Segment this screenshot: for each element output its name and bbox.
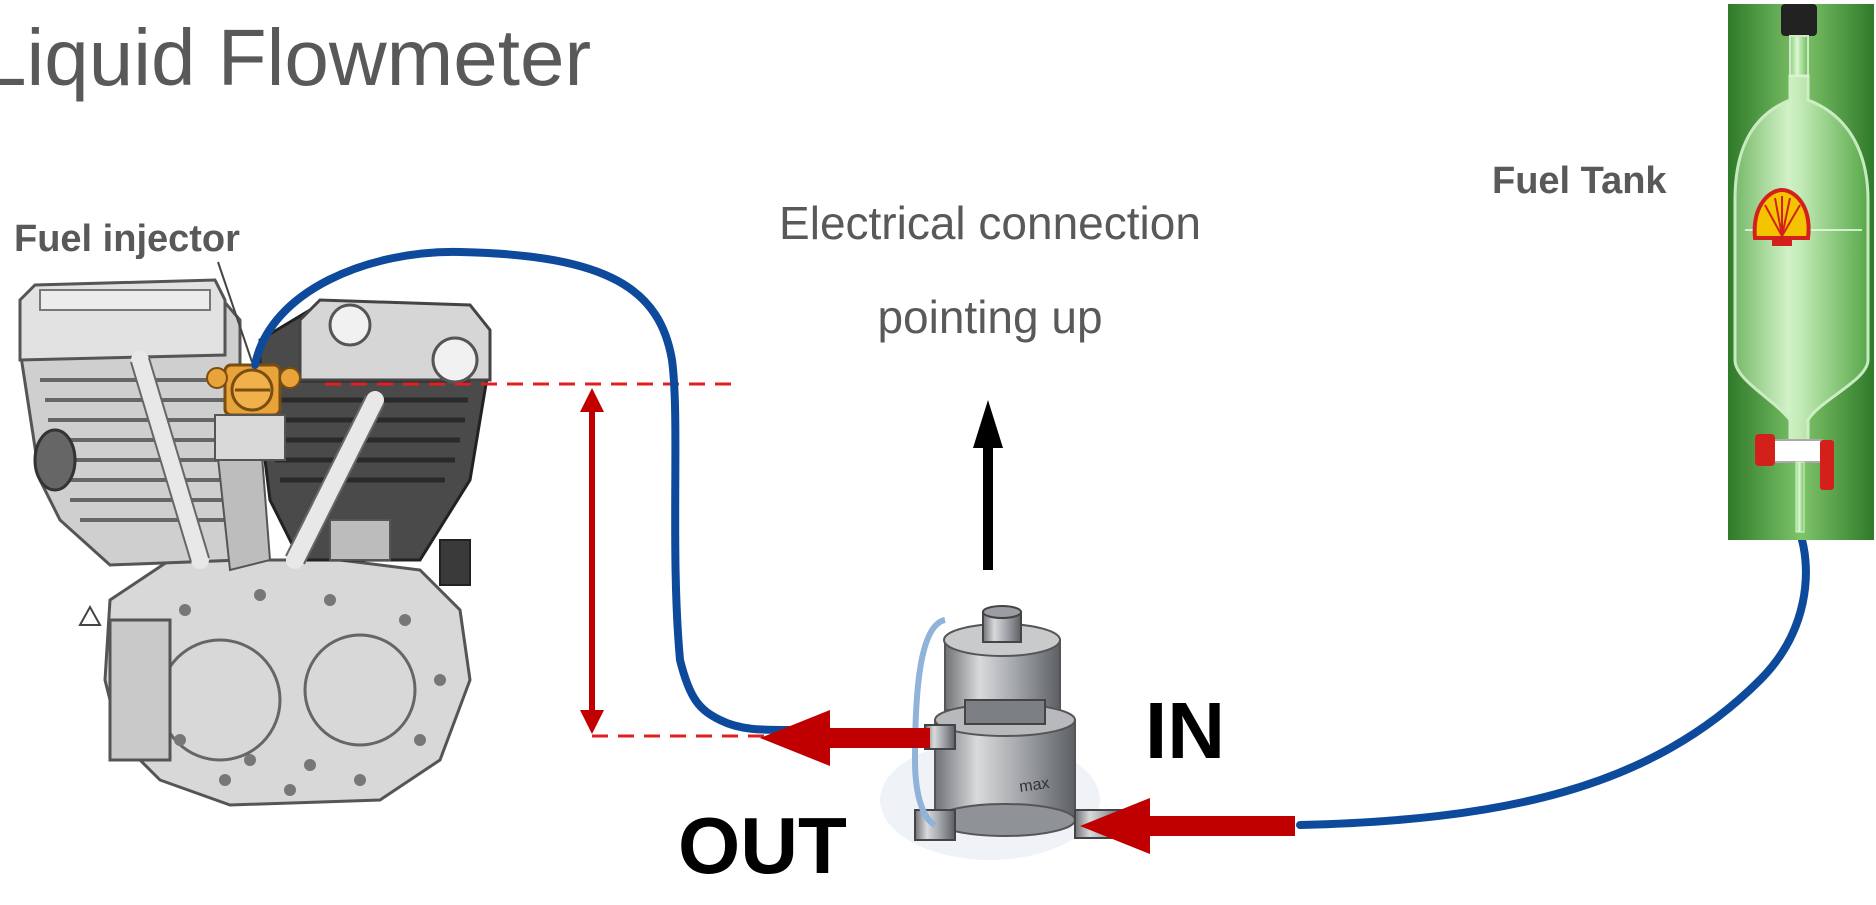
page-title: Liquid Flowmeter	[0, 13, 592, 102]
flow-out-arrow	[760, 710, 930, 766]
engine-icon	[18, 261, 492, 807]
fuel-tank-label: Fuel Tank	[1492, 160, 1667, 202]
fuel-line-to-injector	[251, 247, 794, 734]
electrical-connection-label-line2: pointing up	[877, 291, 1103, 343]
shell-logo-icon	[1752, 187, 1811, 246]
electrical-connection-label: Electrical connection	[779, 197, 1201, 249]
fuel-line-from-tank	[1296, 536, 1810, 829]
in-label: IN	[1145, 686, 1225, 775]
fuel-injector-icon	[206, 363, 301, 461]
flowmeter-brand: max	[1018, 775, 1050, 796]
flowmeter-icon: max	[880, 605, 1126, 860]
flow-in-arrow	[1080, 798, 1295, 854]
arrow-up-icon	[973, 400, 1003, 570]
fuel-injector-label: Fuel injector	[14, 218, 240, 260]
out-label: OUT	[678, 801, 847, 890]
fuel-tank-icon	[1728, 4, 1874, 540]
